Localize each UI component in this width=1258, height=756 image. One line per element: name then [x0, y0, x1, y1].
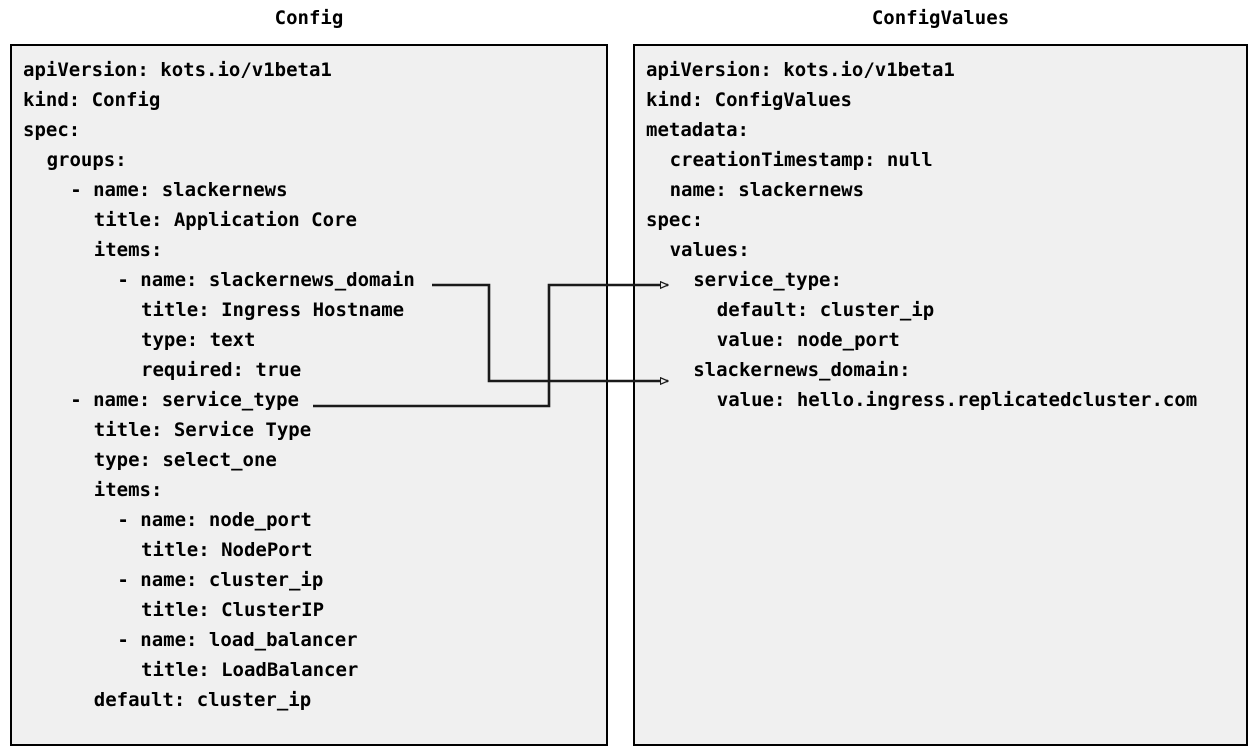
- left-yaml-line: groups:: [46, 149, 127, 171]
- right-yaml-line: apiVersion: kots.io/v1beta1: [646, 59, 955, 81]
- left-yaml-line: - name: service_type: [70, 389, 299, 411]
- left-yaml-line: title: LoadBalancer: [141, 659, 359, 681]
- left-yaml-line: apiVersion: kots.io/v1beta1: [23, 59, 332, 81]
- right-yaml-line: spec:: [646, 209, 704, 231]
- left-yaml-line: title: NodePort: [141, 539, 313, 561]
- right-yaml-line: metadata:: [646, 119, 749, 141]
- configvalues-panel: apiVersion: kots.io/v1beta1 kind: ConfigV…: [633, 44, 1248, 746]
- left-yaml-line: title: Ingress Hostname: [141, 299, 405, 321]
- right-yaml-line: value: hello.ingress.replicatedcluster.c…: [716, 389, 1198, 411]
- left-yaml-line: spec:: [23, 119, 81, 141]
- left-yaml-line: kind: Config: [23, 89, 161, 111]
- left-yaml-line: - name: slackernews: [70, 179, 288, 201]
- left-yaml-line: type: select_one: [93, 449, 277, 471]
- left-yaml-line: - name: cluster_ip: [117, 569, 324, 591]
- right-yaml-line: values:: [669, 239, 750, 261]
- config-panel: apiVersion: kots.io/v1beta1 kind: Config s…: [10, 44, 608, 746]
- left-yaml-line: default: cluster_ip: [93, 689, 312, 711]
- left-yaml-line: - name: load_balancer: [117, 629, 358, 651]
- left-yaml-line: type: text: [141, 329, 256, 351]
- right-yaml-line: creationTimestamp: null: [669, 149, 933, 171]
- right-yaml-line: name: slackernews: [669, 179, 865, 201]
- left-yaml-line: title: Service Type: [93, 419, 312, 441]
- left-yaml-line: title: Application Core: [93, 209, 357, 231]
- right-yaml-line: slackernews_domain:: [693, 359, 911, 381]
- configvalues-panel-title: ConfigValues: [871, 7, 1010, 29]
- config-panel-title: Config: [274, 7, 344, 29]
- left-yaml-line: title: ClusterIP: [141, 599, 325, 621]
- config-yaml-block: apiVersion: kots.io/v1beta1 kind: Config s…: [12, 46, 606, 744]
- left-yaml-line: items:: [93, 479, 163, 501]
- right-yaml-line: value: node_port: [716, 329, 900, 351]
- configvalues-yaml-block: apiVersion: kots.io/v1beta1 kind: ConfigV…: [635, 46, 1246, 744]
- right-yaml-line: default: cluster_ip: [716, 299, 935, 321]
- right-yaml-line: kind: ConfigValues: [646, 89, 852, 111]
- left-yaml-line: - name: node_port: [117, 509, 312, 531]
- left-yaml-line: - name: slackernews_domain: [117, 269, 415, 291]
- left-yaml-line: items:: [93, 239, 163, 261]
- left-yaml-line: required: true: [141, 359, 302, 381]
- right-yaml-line: service_type:: [693, 269, 842, 291]
